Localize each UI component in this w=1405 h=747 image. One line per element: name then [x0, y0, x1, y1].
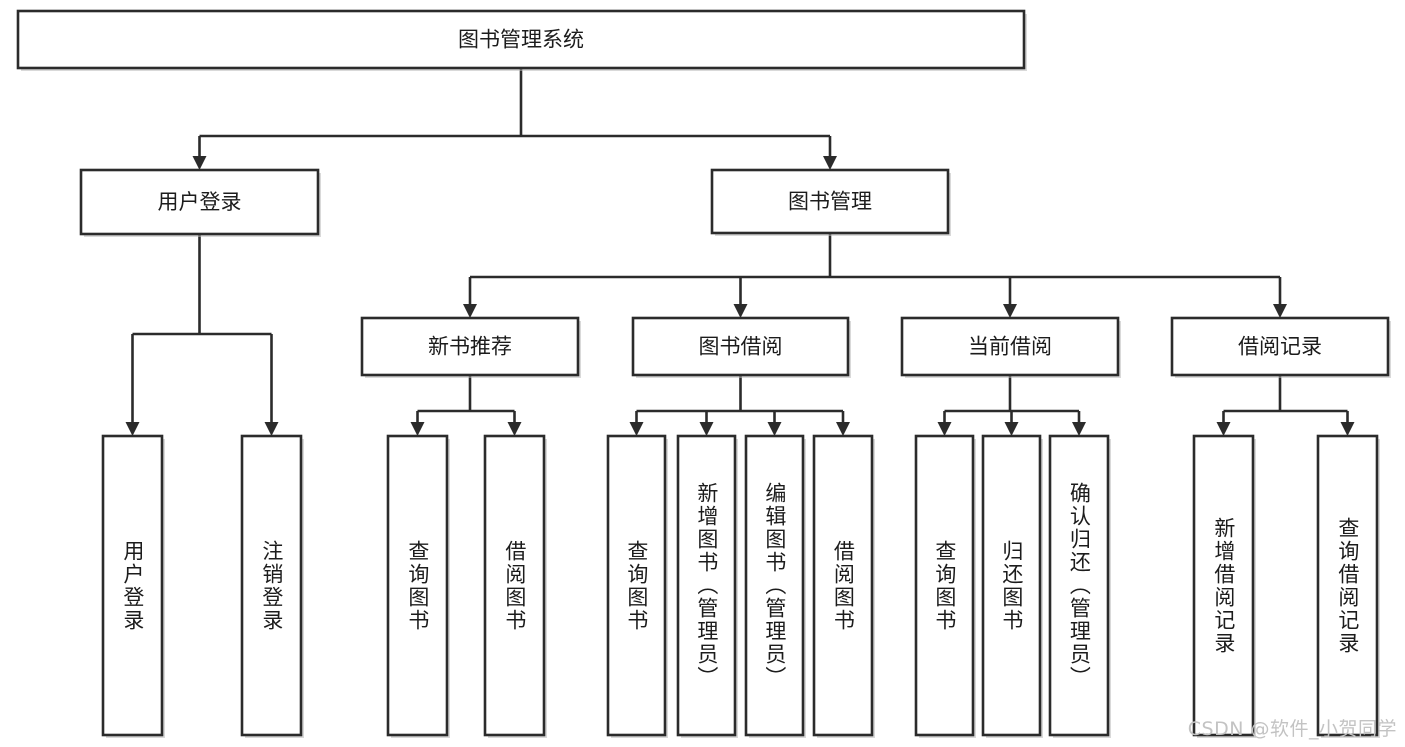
- node-root[interactable]: [16, 9, 1027, 71]
- leafgroup-3-to-leaf-2-arrowhead: [1072, 422, 1086, 436]
- node-leaf-1[interactable]: [240, 434, 304, 738]
- connector-layer: [125, 68, 1355, 436]
- leafgroup-3-to-leaf-1-arrowhead: [1004, 422, 1019, 436]
- leafgroup-1-to-leaf-1-arrowhead: [507, 422, 522, 436]
- level1-to-level2-2-arrowhead: [1003, 304, 1017, 318]
- node-level1-0[interactable]: [79, 168, 321, 237]
- node-leaf-6[interactable]: [744, 434, 806, 738]
- node-leaf-5[interactable]: [676, 434, 738, 738]
- leafgroup-4-to-leaf-1-arrowhead: [1340, 422, 1355, 436]
- node-root-label: 图书管理系统: [458, 28, 584, 52]
- leafgroup-3-to-leaf-0-arrowhead: [937, 422, 952, 436]
- level1-to-level2-1-arrowhead: [733, 304, 748, 318]
- node-level2-label-1: 图书借阅: [699, 335, 783, 359]
- watermark-text: CSDN @软件_小贺同学: [1187, 718, 1397, 740]
- node-leaf-11[interactable]: [1192, 434, 1256, 738]
- node-level2-label-0: 新书推荐: [428, 335, 512, 359]
- level1-to-level2-0-arrowhead: [463, 304, 477, 318]
- leafgroup-1-to-leaf-0-arrowhead: [410, 422, 425, 436]
- node-leaf-10[interactable]: [1048, 434, 1111, 738]
- node-leaf-4[interactable]: [606, 434, 668, 738]
- node-leaf-12[interactable]: [1316, 434, 1380, 738]
- node-leaf-2[interactable]: [386, 434, 450, 738]
- leafgroup-2-to-leaf-3-arrowhead: [836, 422, 850, 436]
- node-leaf-9[interactable]: [981, 434, 1043, 738]
- leafgroup-2-to-leaf-0-arrowhead: [629, 422, 644, 436]
- node-leaf-0[interactable]: [101, 434, 165, 738]
- node-level2-1[interactable]: [631, 316, 851, 378]
- node-level2-label-3: 借阅记录: [1238, 335, 1322, 359]
- node-level2-3[interactable]: [1170, 316, 1391, 378]
- root-to-level1-1-arrowhead: [823, 156, 837, 170]
- node-level1-1[interactable]: [710, 168, 951, 236]
- node-level2-2[interactable]: [900, 316, 1121, 378]
- node-level1-label-0: 用户登录: [158, 190, 242, 214]
- leafgroup-2-to-leaf-2-arrowhead: [767, 422, 782, 436]
- node-leaf-8[interactable]: [914, 434, 976, 738]
- leafgroup-0-to-leaf-1-arrowhead: [264, 422, 279, 436]
- leafgroup-2-to-leaf-1-arrowhead: [699, 422, 714, 436]
- node-box-layer: [16, 9, 1391, 738]
- leafgroup-0-to-leaf-0-arrowhead: [125, 422, 140, 436]
- node-level2-0[interactable]: [360, 316, 581, 378]
- level1-to-level2-3-arrowhead: [1273, 304, 1287, 318]
- leafgroup-4-to-leaf-0-arrowhead: [1216, 422, 1231, 436]
- node-level2-label-2: 当前借阅: [968, 335, 1052, 359]
- node-leaf-7[interactable]: [812, 434, 875, 738]
- node-level1-label-1: 图书管理: [788, 190, 872, 214]
- root-to-level1-0-arrowhead: [192, 156, 207, 170]
- node-leaf-3[interactable]: [483, 434, 547, 738]
